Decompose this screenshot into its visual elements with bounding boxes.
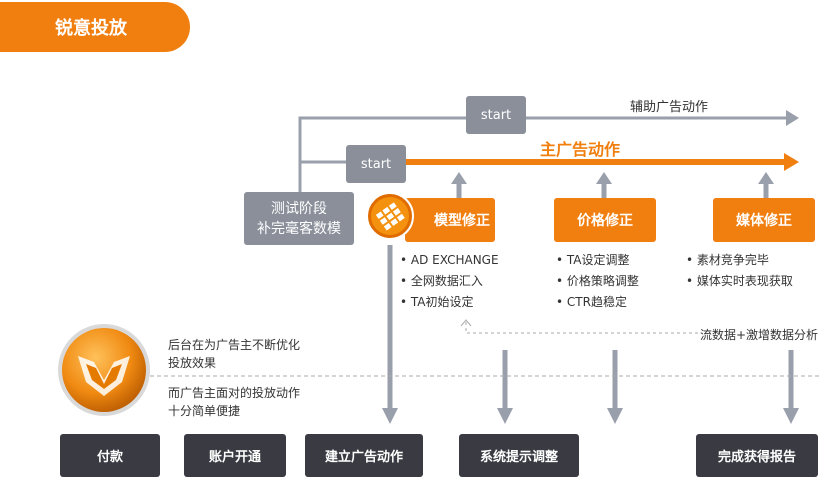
test-stage-line2: 补完毫客数模 — [257, 220, 341, 237]
down-arrow-report — [783, 350, 799, 424]
down-arrow-hint-1 — [497, 350, 513, 424]
down-arrow-hint-2 — [607, 350, 623, 424]
shield-emblem-icon — [56, 322, 152, 418]
step-account-box: 账户开通 — [184, 434, 286, 477]
test-stage-line1: 测试阶段 — [271, 200, 327, 217]
backend-line1: 后台在为广告主不断优化 — [168, 338, 301, 352]
list-item: • CTR趋稳定 — [556, 295, 627, 309]
main-arrow-head — [784, 153, 799, 171]
step-build-box: 建立广告动作 — [305, 434, 423, 477]
model-bullets: • AD EXCHANGE • 全网数据汇入 • TA初始设定 — [400, 250, 499, 313]
media-fix-label: 媒体修正 — [736, 213, 792, 229]
model-fix-label: 模型修正 — [434, 213, 490, 229]
up-arrow-price — [596, 172, 612, 198]
step-pay-box: 付款 — [60, 434, 160, 477]
media-fix-box: 媒体修正 — [713, 198, 815, 242]
model-grid-icon — [366, 192, 414, 240]
list-item: • TA设定调整 — [556, 253, 630, 267]
bracket-line-top — [298, 116, 466, 192]
media-bullets: • 素材竞争完毕 • 媒体实时表现获取 — [686, 250, 793, 292]
frontend-line1: 而广告主面对的投放动作 — [168, 386, 301, 400]
assist-action-label: 辅助广告动作 — [630, 100, 709, 115]
step-report-box: 完成获得报告 — [696, 434, 818, 477]
backend-line2: 投放效果 — [168, 356, 217, 370]
model-fix-box: 模型修正 — [405, 198, 495, 242]
down-arrow-build — [382, 245, 398, 424]
list-item: • TA初始设定 — [400, 295, 474, 309]
up-arrow-model — [451, 172, 467, 198]
list-item: • AD EXCHANGE — [400, 253, 499, 267]
list-item: • 价格策略调整 — [556, 274, 639, 288]
up-arrow-media — [758, 172, 774, 198]
backend-text: 后台在为广告主不断优化 投放效果 — [168, 336, 300, 372]
price-fix-box: 价格修正 — [554, 198, 656, 242]
frontend-text: 而广告主面对的投放动作 十分简单便捷 — [168, 384, 300, 420]
list-item: • 媒体实时表现获取 — [686, 274, 793, 288]
start-box-assist: start — [466, 96, 526, 134]
main-action-label: 主广告动作 — [540, 140, 621, 159]
start-box-main: start — [346, 145, 406, 183]
price-fix-label: 价格修正 — [577, 213, 633, 229]
test-stage-box: 测试阶段 补完毫客数模 — [244, 192, 354, 245]
price-bullets: • TA设定调整 • 价格策略调整 • CTR趋稳定 — [556, 250, 639, 313]
section-title: 锐意投放 — [0, 2, 190, 52]
list-item: • 全网数据汇入 — [400, 274, 483, 288]
list-item: • 素材竞争完毕 — [686, 253, 769, 267]
flow-analysis-label: 流数据+激增数据分析 — [700, 328, 819, 342]
frontend-line2: 十分简单便捷 — [168, 404, 241, 418]
step-hint-box: 系统提示调整 — [459, 434, 579, 477]
assist-arrow-head — [786, 110, 799, 126]
feedback-dashed-line — [465, 322, 700, 334]
